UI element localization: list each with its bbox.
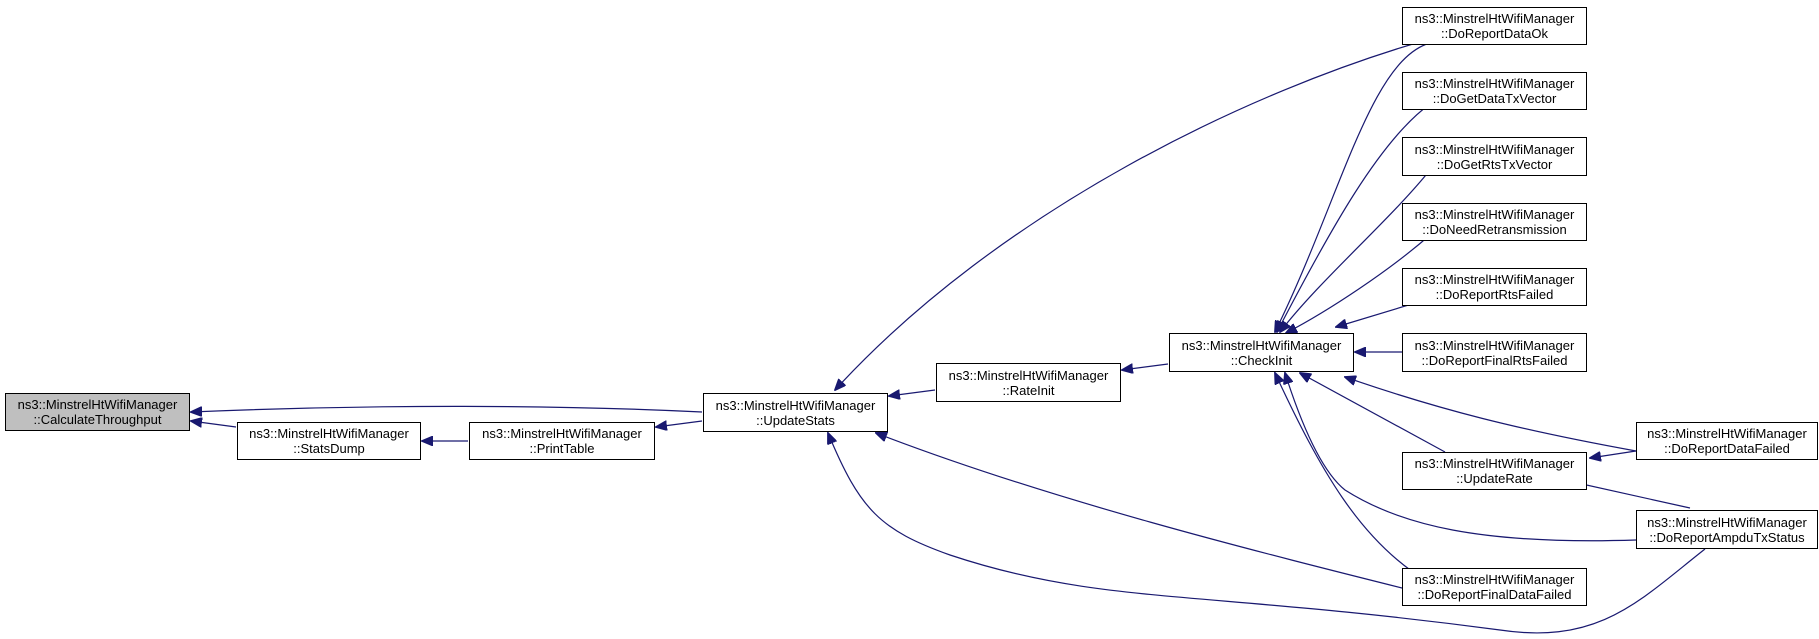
node-do-report-ampdu-tx-status-method: ::DoReportAmpduTxStatus (1649, 529, 1805, 545)
edge-doreportampdutxstatus-to-checkinit (1285, 373, 1637, 542)
node-check-init-namespace: ns3::MinstrelHtWifiManager (1181, 337, 1342, 353)
node-update-rate[interactable]: ns3::MinstrelHtWifiManager ::UpdateRate (1402, 452, 1587, 490)
node-update-rate-namespace: ns3::MinstrelHtWifiManager (1414, 456, 1575, 471)
edge-dogetdatatxvector-to-checkinit (1277, 103, 1431, 332)
node-do-report-ampdu-tx-status-namespace: ns3::MinstrelHtWifiManager (1647, 514, 1807, 530)
node-stats-dump-method: ::StatsDump (293, 441, 365, 456)
node-calculate-throughput-method: ::CalculateThroughput (33, 412, 162, 427)
node-print-table-method: ::PrintTable (529, 441, 595, 456)
node-do-report-final-data-failed[interactable]: ns3::MinstrelHtWifiManager ::DoReportFin… (1402, 568, 1587, 606)
node-calculate-throughput: ns3::MinstrelHtWifiManager ::CalculateTh… (5, 393, 190, 431)
node-do-get-rts-tx-vector-method: ::DoGetRtsTxVector (1436, 156, 1553, 172)
edge-doreportfinaldatafailed-to-checkinit (1275, 373, 1426, 581)
node-do-get-rts-tx-vector-namespace: ns3::MinstrelHtWifiManager (1414, 141, 1575, 157)
node-do-report-data-failed-namespace: ns3::MinstrelHtWifiManager (1647, 426, 1807, 441)
edge-doneedretransmission-to-checkinit (1286, 234, 1431, 333)
node-stats-dump[interactable]: ns3::MinstrelHtWifiManager ::StatsDump (237, 422, 421, 460)
node-rate-init-namespace: ns3::MinstrelHtWifiManager (948, 367, 1109, 383)
node-print-table-namespace: ns3::MinstrelHtWifiManager (482, 426, 642, 441)
node-do-need-retransmission[interactable]: ns3::MinstrelHtWifiManager ::DoNeedRetra… (1402, 203, 1587, 241)
edge-doreportdatafailed-to-checkinit (1345, 377, 1637, 452)
node-rate-init[interactable]: ns3::MinstrelHtWifiManager ::RateInit (936, 363, 1121, 402)
node-stats-dump-namespace: ns3::MinstrelHtWifiManager (249, 426, 409, 441)
node-do-report-rts-failed-namespace: ns3::MinstrelHtWifiManager (1414, 272, 1575, 287)
node-print-table[interactable]: ns3::MinstrelHtWifiManager ::PrintTable (469, 422, 655, 460)
node-do-need-retransmission-method: ::DoNeedRetransmission (1422, 222, 1567, 237)
node-update-stats-method: ::UpdateStats (756, 412, 835, 428)
edge-doreportampdutxstatus-to-updaterate (1573, 482, 1691, 509)
node-do-get-data-tx-vector[interactable]: ns3::MinstrelHtWifiManager ::DoGetDataTx… (1402, 72, 1587, 110)
edge-dogetrtstxvector-to-checkinit (1280, 169, 1431, 332)
edge-doreportdatafailed-to-updaterate (1590, 450, 1637, 458)
edge-statsdump-to-calculatethroughput (191, 421, 237, 428)
edge-updatestats-to-printtable (656, 420, 703, 427)
edge-updatestats-to-calculatethroughput (191, 405, 703, 412)
node-do-report-final-rts-failed-namespace: ns3::MinstrelHtWifiManager (1414, 337, 1575, 353)
node-calculate-throughput-namespace: ns3::MinstrelHtWifiManager (17, 397, 178, 412)
node-do-report-data-ok-method: ::DoReportDataOk (1441, 26, 1548, 41)
node-do-report-final-data-failed-method: ::DoReportFinalDataFailed (1417, 587, 1572, 602)
edge-dareportdataok-to-updatestats (835, 38, 1431, 390)
edge-checkinit-to-rateinit (1122, 363, 1169, 370)
node-do-get-rts-tx-vector[interactable]: ns3::MinstrelHtWifiManager ::DoGetRtsTxV… (1402, 137, 1587, 176)
node-do-report-final-rts-failed-method: ::DoReportFinalRtsFailed (1421, 352, 1568, 368)
node-do-report-rts-failed[interactable]: ns3::MinstrelHtWifiManager ::DoReportRts… (1402, 268, 1587, 306)
edge-doreportdataok-to-checkinit (1275, 42, 1431, 332)
node-check-init[interactable]: ns3::MinstrelHtWifiManager ::CheckInit (1169, 333, 1354, 372)
node-do-report-rts-failed-method: ::DoReportRtsFailed (1435, 287, 1554, 302)
node-do-report-data-ok-namespace: ns3::MinstrelHtWifiManager (1414, 11, 1575, 26)
edge-doreportampdutxstatus-to-updatestats (828, 433, 1706, 634)
node-do-get-data-tx-vector-namespace: ns3::MinstrelHtWifiManager (1414, 76, 1575, 91)
node-do-report-ampdu-tx-status[interactable]: ns3::MinstrelHtWifiManager ::DoReportAmp… (1636, 510, 1818, 549)
node-update-rate-method: ::UpdateRate (1456, 471, 1533, 486)
node-do-report-final-data-failed-namespace: ns3::MinstrelHtWifiManager (1414, 572, 1575, 587)
node-check-init-method: ::CheckInit (1230, 352, 1293, 368)
node-do-report-data-failed-method: ::DoReportDataFailed (1664, 441, 1790, 456)
node-do-report-data-failed[interactable]: ns3::MinstrelHtWifiManager ::DoReportDat… (1636, 422, 1818, 460)
node-rate-init-method: ::RateInit (1002, 382, 1055, 398)
node-do-report-final-rts-failed[interactable]: ns3::MinstrelHtWifiManager ::DoReportFin… (1402, 333, 1587, 372)
node-update-stats[interactable]: ns3::MinstrelHtWifiManager ::UpdateStats (703, 393, 888, 432)
edge-rateinit-to-updatestats (889, 389, 936, 396)
node-update-stats-namespace: ns3::MinstrelHtWifiManager (715, 397, 876, 413)
edge-updaterate-to-checkinit (1300, 373, 1446, 453)
node-do-need-retransmission-namespace: ns3::MinstrelHtWifiManager (1414, 207, 1575, 222)
edge-doreportfinaldatafailed-to-updatestats (876, 433, 1431, 596)
node-do-report-data-ok[interactable]: ns3::MinstrelHtWifiManager ::DoReportDat… (1402, 7, 1587, 45)
node-do-get-data-tx-vector-method: ::DoGetDataTxVector (1432, 91, 1557, 106)
